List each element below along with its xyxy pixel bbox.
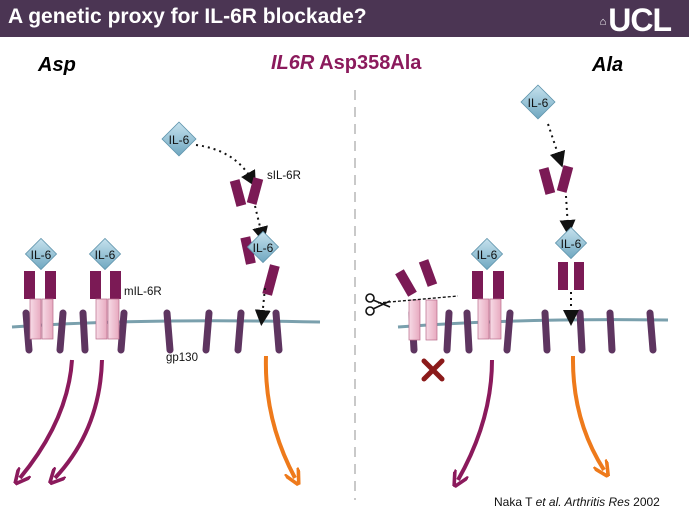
- citation-journal: et al. Arthritis Res: [535, 495, 630, 509]
- sil6r-label: sIL-6R: [267, 170, 301, 182]
- sil6r-pathway-right: IL-6 IL-6: [520, 84, 588, 326]
- il6-label: IL-6: [253, 241, 274, 255]
- citation: Naka T et al. Arthritis Res 2002: [494, 495, 660, 509]
- il6-label: IL-6: [169, 133, 190, 147]
- variant-name: Asp358Ala: [314, 52, 422, 74]
- gp130-group: [22, 309, 657, 354]
- membrane-right: [397, 318, 669, 329]
- scissors-icon: [365, 293, 391, 316]
- signal-arrow-orange-left: [263, 355, 295, 478]
- il6-label: IL-6: [528, 96, 549, 110]
- header-bar: A genetic proxy for IL-6R blockade? ⌂UCL: [0, 0, 689, 37]
- gp130-label: gp130: [166, 352, 198, 364]
- variant-gene: IL6R: [271, 52, 315, 74]
- signal-arrow-purple-3: [458, 359, 494, 480]
- slide-title: A genetic proxy for IL-6R blockade?: [8, 5, 367, 28]
- cross-icon: [421, 358, 445, 382]
- mil6r-complex-1: IL-6: [24, 237, 58, 340]
- ucl-logo: ⌂UCL: [599, 2, 672, 38]
- mil6r-complex-2: IL-6: [88, 237, 122, 340]
- asp-allele-label: Asp: [38, 54, 76, 76]
- variant-label: IL6R Asp358Ala: [271, 52, 421, 75]
- il6-label: IL-6: [477, 248, 498, 262]
- il6-label: IL-6: [561, 237, 582, 251]
- cleaved-receptor: [377, 259, 459, 341]
- il6-label: IL-6: [95, 248, 116, 262]
- il6-label: IL-6: [31, 248, 52, 262]
- signal-arrow-purple-2: [55, 359, 104, 478]
- signal-arrow-orange-right: [570, 355, 604, 470]
- sil6r-pathway-left: IL-6 IL-6: [161, 121, 280, 326]
- ucl-logo-mark: ⌂: [599, 16, 607, 28]
- ala-allele-label: Ala: [592, 54, 624, 76]
- mil6r-complex-3: IL-6: [470, 237, 504, 340]
- ucl-logo-text: UCL: [608, 2, 672, 38]
- citation-prefix: Naka T: [494, 495, 536, 509]
- mil6r-label: mIL-6R: [124, 286, 162, 298]
- citation-year: 2002: [629, 495, 660, 509]
- signal-arrow-purple-1: [20, 359, 74, 478]
